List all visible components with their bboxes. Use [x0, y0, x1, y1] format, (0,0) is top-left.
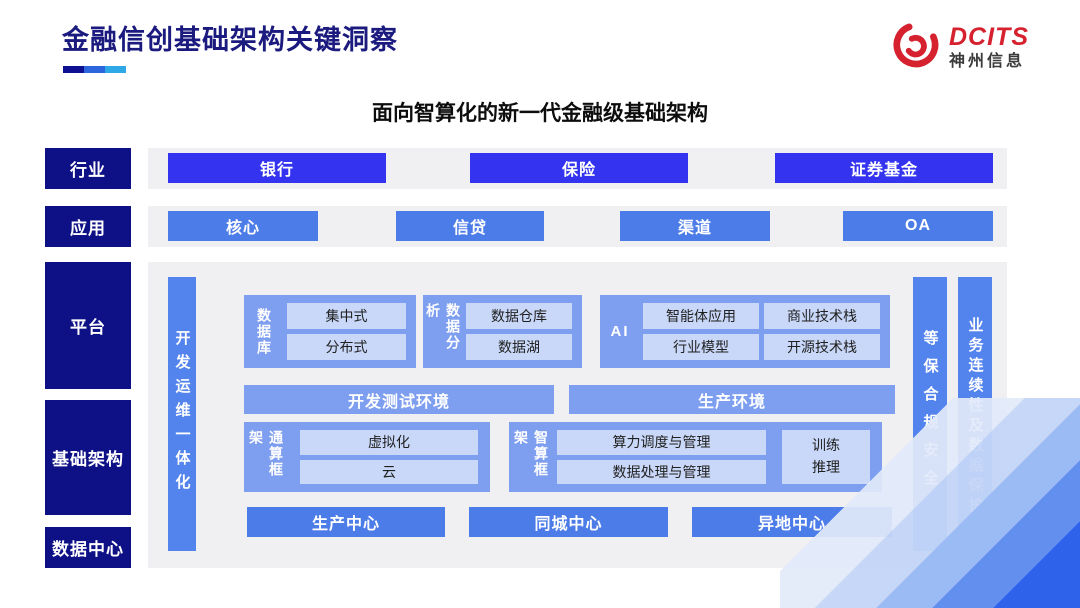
page-title: 金融信创基础架构关键洞察: [62, 25, 398, 55]
production-env-bar: 生产环境: [569, 385, 895, 414]
chip-centralized: 集中式: [287, 303, 406, 329]
title-underline: [63, 66, 126, 73]
group-data-analysis-label: 数据分析: [425, 303, 461, 351]
chip-cloud: 云: [300, 459, 478, 484]
layer-label-industry: 行业: [45, 148, 131, 189]
diagram-title: 面向智算化的新一代金融级基础架构: [372, 102, 708, 125]
block-local-center: 同城中心: [469, 507, 668, 537]
dcits-logo: DCITS 神州信息: [891, 20, 1029, 75]
group-ai-compute: 智算框架 算力调度与管理 数据处理与管理 训练 推理: [509, 422, 882, 492]
block-production-center: 生产中心: [247, 507, 445, 537]
group-database: 数据库 集中式 分布式: [244, 295, 416, 368]
security-compliance-bar: 等保合规安全: [913, 277, 947, 551]
block-oa: OA: [843, 211, 993, 241]
block-remote-center: 异地中心: [692, 507, 892, 537]
chip-data-warehouse: 数据仓库: [466, 303, 572, 329]
chip-training-inference: 训练 推理: [782, 430, 870, 484]
layer-label-datacenter: 数据中心: [45, 527, 131, 568]
dev-test-env-bar: 开发测试环境: [244, 385, 554, 414]
group-data-analysis: 数据分析 数据仓库 数据湖: [423, 295, 582, 368]
chip-data-lake: 数据湖: [466, 334, 572, 360]
chip-data-processing: 数据处理与管理: [557, 459, 766, 484]
group-general-compute: 通算框架 虚拟化 云: [244, 422, 490, 492]
dcits-swirl-icon: [891, 20, 941, 75]
company-text: 神州信息: [949, 53, 1026, 70]
layer-label-platform: 平台: [45, 262, 131, 389]
group-database-label: 数据库: [256, 307, 272, 356]
layer-label-infrastructure: 基础架构: [45, 400, 131, 515]
group-ai-label: AI: [610, 323, 630, 340]
underline-segment-dark: [63, 66, 84, 73]
underline-segment-light: [105, 66, 126, 73]
block-credit: 信贷: [396, 211, 544, 241]
chip-virtualization: 虚拟化: [300, 430, 478, 455]
group-ai: AI 智能体应用 商业技术栈 行业模型 开源技术栈: [600, 295, 890, 368]
block-channel: 渠道: [620, 211, 770, 241]
block-securities-funds: 证券基金: [775, 153, 993, 183]
block-insurance: 保险: [470, 153, 688, 183]
chip-distributed: 分布式: [287, 334, 406, 360]
chip-agent-app: 智能体应用: [643, 303, 759, 329]
chip-commercial-stack: 商业技术栈: [764, 303, 880, 329]
chip-opensource-stack: 开源技术栈: [764, 334, 880, 360]
underline-segment-mid: [84, 66, 105, 73]
group-ai-compute-label: 智算框架: [513, 430, 549, 478]
block-bank: 银行: [168, 153, 386, 183]
business-continuity-bar: 业务连续性及数据保护: [958, 277, 992, 557]
devops-bar: 开发运维一体化: [168, 277, 196, 551]
layer-label-application: 应用: [45, 206, 131, 247]
block-core-app: 核心: [168, 211, 318, 241]
chip-industry-model: 行业模型: [643, 334, 759, 360]
group-general-compute-label: 通算框架: [248, 430, 284, 478]
chip-compute-scheduling: 算力调度与管理: [557, 430, 766, 455]
brand-text: DCITS: [949, 23, 1029, 51]
